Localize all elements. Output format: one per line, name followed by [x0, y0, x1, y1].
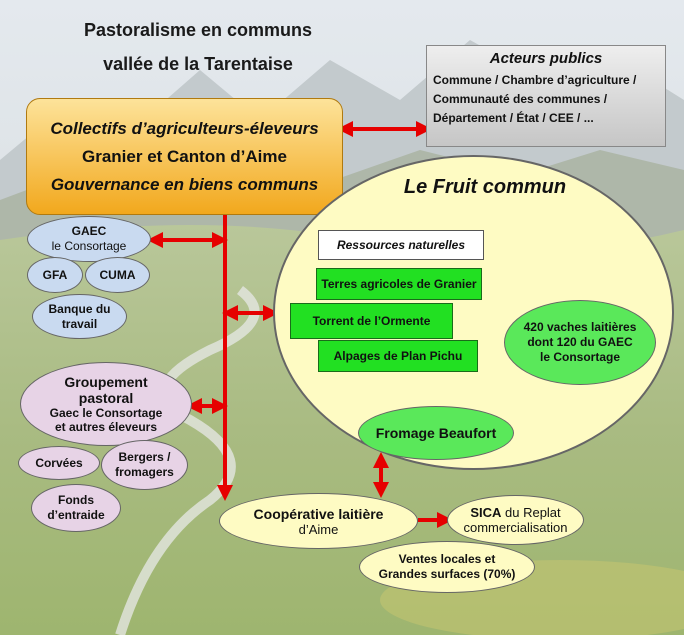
ressources-label: Ressources naturelles [336, 238, 466, 252]
sica-line1: SICA du Replat [470, 505, 560, 520]
terres-box: Terres agricoles de Granier [316, 268, 482, 300]
collectives-line3: Gouvernance en biens communs [50, 174, 319, 194]
vaches-line2: dont 120 du GAEC [527, 335, 633, 349]
collectives-line2: Granier et Canton d’Aime [82, 146, 287, 166]
ventes-ellipse: Ventes locales et Grandes surfaces (70%) [359, 541, 535, 593]
fromage-label: Fromage Beaufort [375, 425, 497, 441]
vaches-line3: le Consortage [539, 350, 620, 364]
sica-rest: du Replat [501, 505, 561, 520]
groupement-line1: Groupement [64, 374, 148, 390]
public-actors-line3: Département / État / CEE / ... [433, 111, 594, 125]
fonds-line2: d’entraide [47, 508, 105, 522]
fonds-line1: Fonds [58, 493, 94, 507]
vaches-line1: 420 vaches laitières [523, 320, 637, 334]
public-actors-title: Acteurs publics [489, 50, 603, 67]
gaec-line2: le Consortage [51, 239, 127, 253]
terres-label: Terres agricoles de Granier [321, 277, 477, 291]
banque-line2: travail [61, 316, 98, 331]
gfa-ellipse: GFA [27, 257, 83, 293]
diagram-title-line1: Pastoralisme en communs [83, 20, 313, 40]
public-actors-line1: Commune / Chambre d’agriculture / [433, 73, 637, 87]
corvees-label: Corvées [35, 455, 83, 470]
groupement-ellipse: Groupement pastoral Gaec le Consortage e… [20, 362, 192, 446]
bergers-line1: Bergers / [118, 450, 171, 464]
groupement-line2: pastoral [78, 390, 134, 406]
fonds-ellipse: Fonds d’entraide [31, 484, 121, 532]
torrent-box: Torrent de l’Ormente [290, 303, 453, 339]
banque-ellipse: Banque du travail [32, 294, 127, 339]
diagram-title-line2: vallée de la Tarentaise [103, 54, 293, 74]
cooperative-ellipse: Coopérative laitière d’Aime [219, 493, 418, 549]
fromage-ellipse: Fromage Beaufort [358, 406, 514, 460]
alpages-label: Alpages de Plan Pichu [333, 349, 463, 363]
collectives-box: Collectifs d’agriculteurs-éleveurs Grani… [26, 98, 343, 215]
cooperative-line2: d’Aime [298, 521, 339, 537]
gaec-ellipse: GAEC le Consortage [27, 216, 151, 262]
ventes-line2: Grandes surfaces (70%) [378, 567, 516, 581]
sica-name: SICA [470, 505, 502, 520]
groupement-line4: et autres éleveurs [54, 420, 158, 434]
groupement-line3: Gaec le Consortage [49, 406, 163, 420]
torrent-label: Torrent de l’Ormente [312, 314, 431, 328]
sica-ellipse: SICA du Replat commercialisation [447, 495, 584, 545]
fruit-commun-title: Le Fruit commun [403, 176, 567, 198]
cooperative-line1: Coopérative laitière [253, 505, 384, 522]
ressources-label-box: Ressources naturelles [318, 230, 484, 260]
banque-line1: Banque du [48, 301, 111, 316]
gaec-line1: GAEC [71, 224, 107, 238]
cuma-label: CUMA [99, 267, 136, 282]
public-actors-box: Acteurs publics Commune / Chambre d’agri… [426, 45, 666, 147]
ventes-line1: Ventes locales et [398, 552, 496, 566]
gfa-label: GFA [42, 267, 68, 282]
corvees-ellipse: Corvées [18, 446, 100, 480]
public-actors-line2: Communauté des communes / [433, 92, 608, 106]
collectives-line1: Collectifs d’agriculteurs-éleveurs [50, 118, 319, 138]
sica-line2: commercialisation [463, 520, 568, 535]
cuma-ellipse: CUMA [85, 257, 150, 293]
vaches-ellipse: 420 vaches laitières dont 120 du GAEC le… [504, 300, 656, 385]
bergers-line2: fromagers [115, 465, 174, 479]
bergers-ellipse: Bergers / fromagers [101, 440, 188, 490]
alpages-box: Alpages de Plan Pichu [318, 340, 478, 372]
